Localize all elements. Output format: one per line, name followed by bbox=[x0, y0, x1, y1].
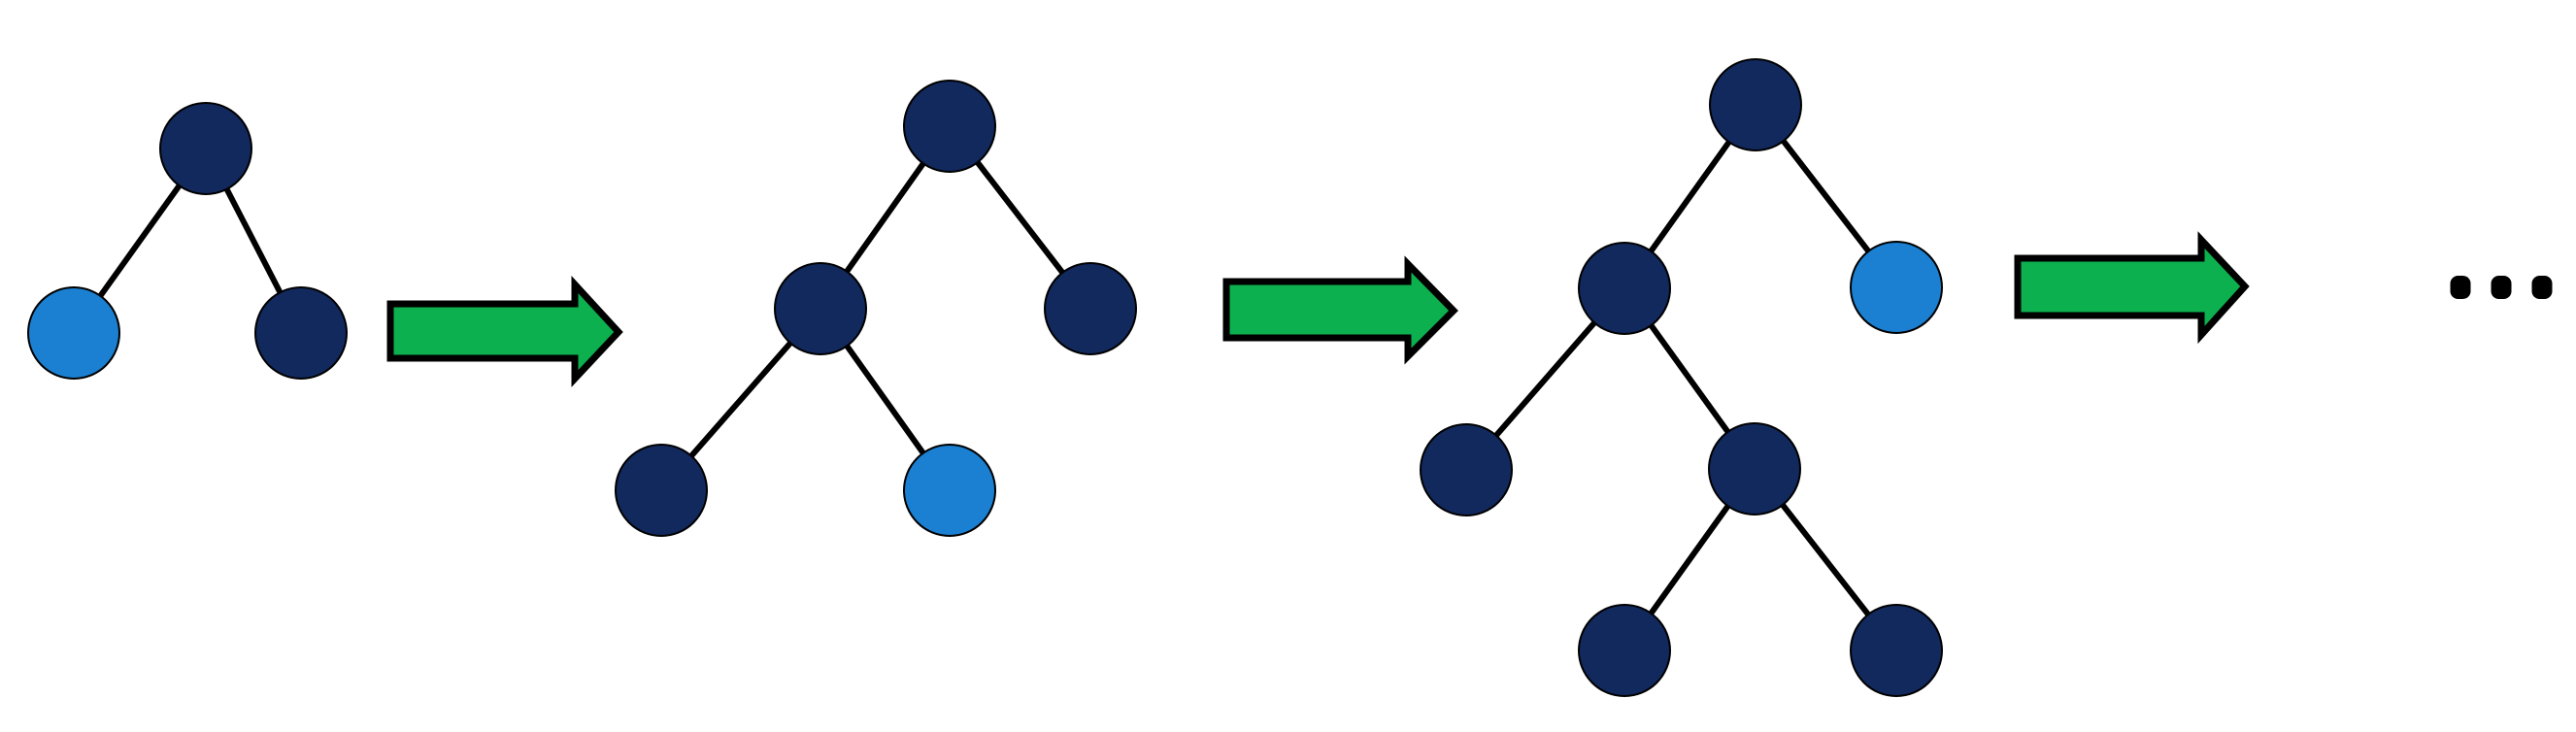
tree-2-node-left bbox=[774, 262, 867, 355]
tree-2-node-left-left bbox=[615, 444, 708, 537]
tree-1 bbox=[27, 102, 348, 380]
right-arrow-icon-arrow-1 bbox=[386, 276, 623, 387]
tree-3 bbox=[1420, 58, 1943, 697]
tree-1-node-root bbox=[159, 102, 252, 195]
tree-3-node-right bbox=[1850, 241, 1943, 334]
tree-3-node-left-right-right bbox=[1850, 604, 1943, 697]
tree-2 bbox=[615, 80, 1137, 537]
tree-2-node-root bbox=[903, 80, 996, 173]
right-arrow-icon-arrow-3 bbox=[2014, 231, 2250, 345]
tree-3-node-left-right-left bbox=[1578, 604, 1671, 697]
right-arrow-icon-arrow-2 bbox=[1222, 255, 1458, 365]
tree-1-node-left bbox=[27, 286, 120, 380]
tree-3-node-left-left bbox=[1420, 423, 1513, 516]
tree-3-node-left bbox=[1578, 242, 1671, 335]
ellipsis-dot-2 bbox=[2491, 276, 2512, 299]
ellipsis-dot-3 bbox=[2531, 276, 2553, 299]
tree-2-node-right bbox=[1044, 262, 1137, 355]
tree-2-node-left-right bbox=[903, 444, 996, 537]
tree-3-node-left-right bbox=[1708, 422, 1801, 516]
tree-1-node-right bbox=[254, 286, 348, 380]
tree-3-node-root bbox=[1709, 58, 1802, 151]
ellipsis-dot-1 bbox=[2450, 276, 2471, 299]
